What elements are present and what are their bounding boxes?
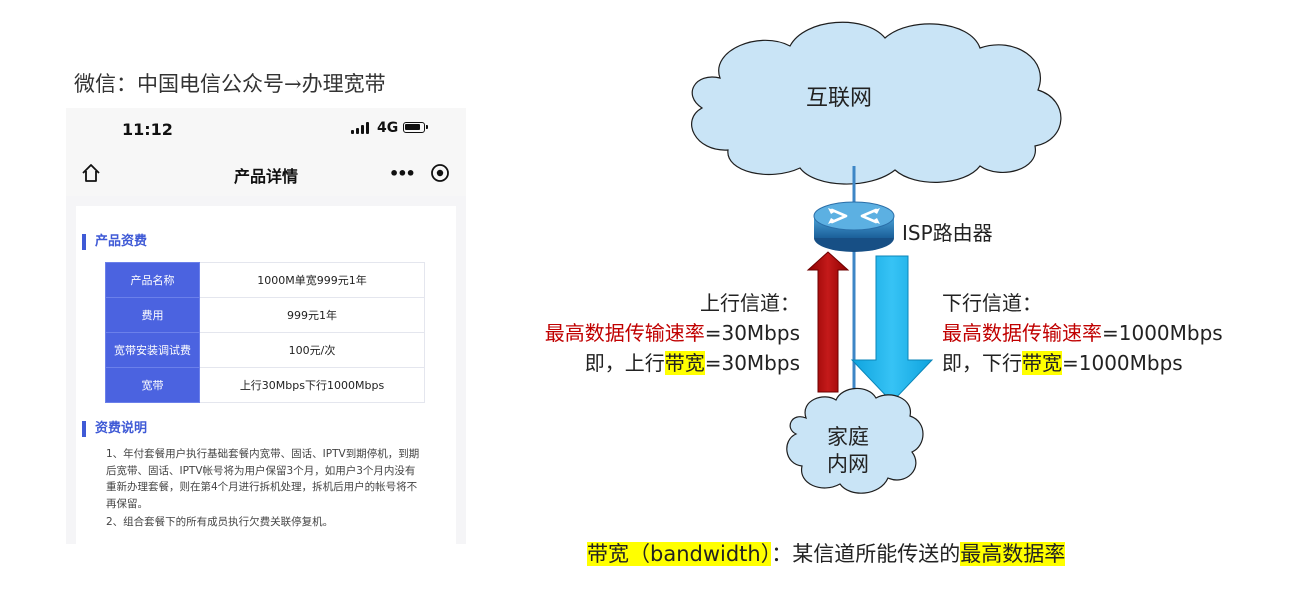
up-arrow-icon xyxy=(806,251,850,393)
downstream-bandwidth: 即，下行带宽=1000Mbps xyxy=(942,348,1223,378)
fee-table-value: 1000M单宽999元1年 xyxy=(199,262,425,298)
downstream-bandwidth-value: =1000Mbps xyxy=(1062,351,1183,375)
definition-middle: ：某信道所能传送的 xyxy=(771,542,961,566)
section-title-fees: 产品资费 xyxy=(82,234,147,250)
status-time: 11:12 xyxy=(122,120,173,139)
upstream-rate-value: =30Mbps xyxy=(704,321,800,345)
downstream-bandwidth-word: 带宽 xyxy=(1022,351,1062,375)
note-item: 1、年付套餐用户执行基础套餐内宽带、固话、IPTV到期停机，到期后宽带、固话、I… xyxy=(106,448,420,510)
fee-table-key: 产品名称 xyxy=(105,262,200,298)
upstream-bandwidth: 即，上行带宽=30Mbps xyxy=(545,348,800,378)
section-title-notes: 资费说明 xyxy=(82,421,147,437)
definition-term: 带宽（bandwidth） xyxy=(587,542,772,566)
home-cloud-icon xyxy=(786,387,924,494)
upstream-rate-label: 最高数据传输速率 xyxy=(544,321,705,345)
downstream-rate-label: 最高数据传输速率 xyxy=(942,321,1102,345)
home-network-line2: 内网 xyxy=(827,452,869,476)
downstream-prefix: 即，下行 xyxy=(942,351,1022,375)
signal-icon xyxy=(351,122,371,134)
fee-table-key: 费用 xyxy=(105,297,200,333)
note-item: 2、组合套餐下的所有成员执行欠费关联停复机。 xyxy=(106,516,334,528)
fee-table-value: 100元/次 xyxy=(199,332,425,368)
cloud-icon xyxy=(691,21,1062,185)
downstream-rate-value: =1000Mbps xyxy=(1102,321,1223,345)
fee-table-value: 999元1年 xyxy=(199,297,425,333)
router-icon xyxy=(813,201,895,252)
downstream-text: 下行信道： 最高数据传输速率=1000Mbps 即，下行带宽=1000Mbps xyxy=(942,288,1223,378)
network-type: 4G xyxy=(377,120,399,136)
nav-bar: 产品详情 ••• xyxy=(66,150,466,196)
more-icon[interactable]: ••• xyxy=(389,164,416,183)
upstream-bandwidth-word: 带宽 xyxy=(664,351,705,375)
home-network-line1: 家庭 xyxy=(827,425,869,449)
upstream-bandwidth-value: =30Mbps xyxy=(704,351,800,375)
fee-table-key: 宽带安装调试费 xyxy=(105,332,200,368)
nav-title: 产品详情 xyxy=(233,167,298,186)
fee-notes: 1、年付套餐用户执行基础套餐内宽带、固话、IPTV到期停机，到期后宽带、固话、I… xyxy=(106,446,424,533)
target-icon[interactable] xyxy=(430,163,450,183)
upstream-title: 上行信道： xyxy=(700,291,800,315)
battery-icon xyxy=(403,122,428,133)
definition-highlight: 最高数据率 xyxy=(960,542,1066,566)
isp-router-label: ISP路由器 xyxy=(902,221,993,245)
diagram-graphics xyxy=(691,21,1062,494)
upstream-text: 上行信道： 最高数据传输速率=30Mbps 即，上行带宽=30Mbps xyxy=(545,288,800,378)
status-bar: 11:12 4G xyxy=(66,108,466,150)
bandwidth-diagram: 互联网 ISP路由器 家庭 内网 上行信道： 最高数据传输速率=30Mbps 即… xyxy=(470,0,1291,596)
down-arrow-icon xyxy=(850,255,934,403)
internet-label: 互联网 xyxy=(806,86,873,111)
downstream-title: 下行信道： xyxy=(942,291,1042,315)
upstream-rate: 最高数据传输速率=30Mbps xyxy=(545,318,800,348)
home-network-label: 家庭 内网 xyxy=(826,424,870,478)
home-icon[interactable] xyxy=(80,162,102,184)
downstream-rate: 最高数据传输速率=1000Mbps xyxy=(942,318,1223,348)
fee-table-value: 上行30Mbps下行1000Mbps xyxy=(199,367,425,403)
bandwidth-definition: 带宽（bandwidth）：某信道所能传送的最高数据率 xyxy=(587,538,1066,568)
upstream-prefix: 即，上行 xyxy=(584,351,665,375)
fee-table-row: 宽带上行30Mbps下行1000Mbps xyxy=(105,367,425,403)
fee-table-key: 宽带 xyxy=(105,367,200,403)
caption: 微信：中国电信公众号→办理宽带 xyxy=(74,72,386,96)
